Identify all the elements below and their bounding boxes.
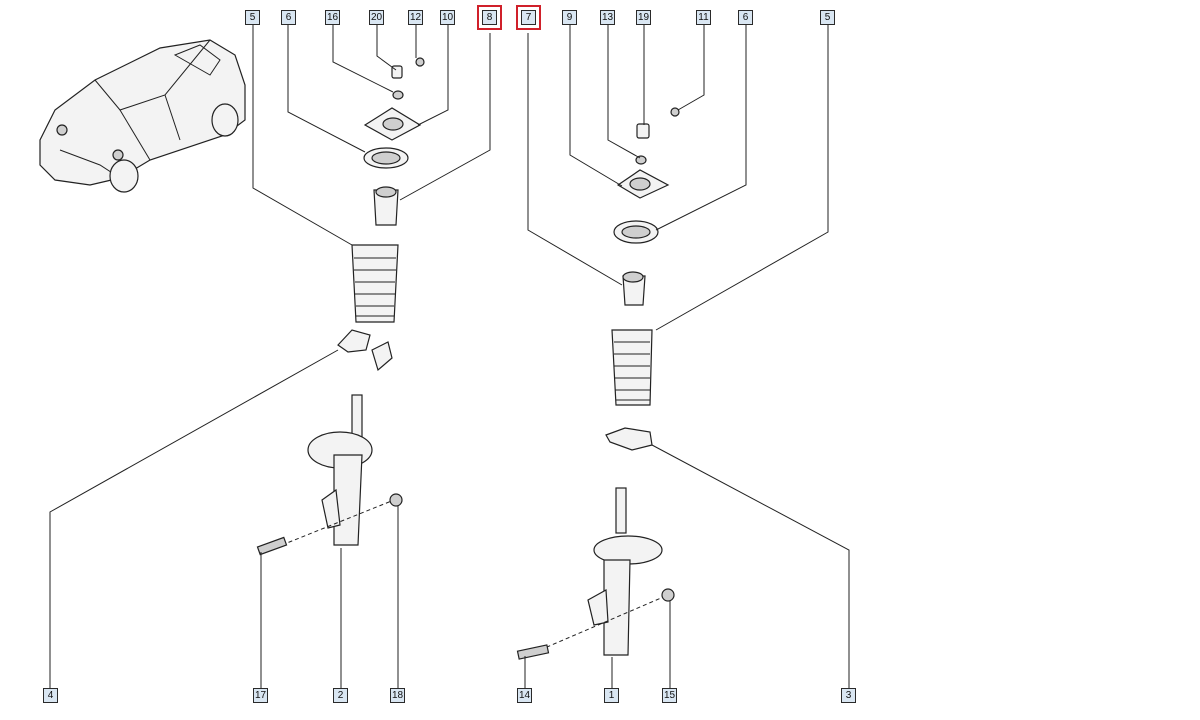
left-strut-mount-parts bbox=[363, 57, 425, 226]
left-strut bbox=[256, 394, 403, 556]
callout-20[interactable]: 20 bbox=[369, 10, 384, 25]
callout-3[interactable]: 3 bbox=[841, 688, 856, 703]
callout-10[interactable]: 10 bbox=[440, 10, 455, 25]
callout-18[interactable]: 18 bbox=[390, 688, 405, 703]
callout-label: 7 bbox=[525, 11, 532, 23]
right-spring-seat bbox=[605, 427, 653, 451]
callout-label: 11 bbox=[698, 11, 709, 23]
callout-label: 20 bbox=[370, 11, 383, 23]
callout-6-right[interactable]: 6 bbox=[738, 10, 753, 25]
callout-17[interactable]: 17 bbox=[253, 688, 268, 703]
callout-label: 14 bbox=[518, 689, 531, 701]
callout-label: 18 bbox=[391, 689, 404, 701]
callout-7-highlighted[interactable]: 7 bbox=[516, 5, 541, 30]
callout-13[interactable]: 13 bbox=[600, 10, 615, 25]
callout-8-highlighted[interactable]: 8 bbox=[477, 5, 502, 30]
callout-label: 1 bbox=[608, 689, 615, 701]
callout-label: 6 bbox=[285, 11, 292, 23]
callout-label: 15 bbox=[663, 689, 676, 701]
callout-label: 5 bbox=[249, 11, 256, 23]
callout-label: 19 bbox=[637, 11, 650, 23]
callout-label: 6 bbox=[742, 11, 749, 23]
leader-lines bbox=[49, 25, 850, 688]
callout-label: 4 bbox=[47, 689, 54, 701]
callout-label: 10 bbox=[441, 11, 454, 23]
vehicle-illustration bbox=[39, 39, 246, 193]
callout-16[interactable]: 16 bbox=[325, 10, 340, 25]
callout-5-right[interactable]: 5 bbox=[820, 10, 835, 25]
right-dust-boot bbox=[611, 329, 653, 406]
callout-19[interactable]: 19 bbox=[636, 10, 651, 25]
callout-label: 3 bbox=[845, 689, 852, 701]
callout-label: 5 bbox=[824, 11, 831, 23]
callout-label: 2 bbox=[337, 689, 344, 701]
right-strut-mount-parts bbox=[613, 107, 680, 306]
callout-label: 17 bbox=[254, 689, 267, 701]
callout-label: 9 bbox=[566, 11, 573, 23]
callout-11[interactable]: 11 bbox=[696, 10, 711, 25]
callout-2[interactable]: 2 bbox=[333, 688, 348, 703]
left-dust-boot bbox=[351, 244, 399, 323]
callout-5-left[interactable]: 5 bbox=[245, 10, 260, 25]
left-spring-seat bbox=[337, 329, 393, 372]
right-strut bbox=[516, 487, 675, 660]
callout-1[interactable]: 1 bbox=[604, 688, 619, 703]
callout-12[interactable]: 12 bbox=[408, 10, 423, 25]
callout-15[interactable]: 15 bbox=[662, 688, 677, 703]
callout-label: 16 bbox=[326, 11, 339, 23]
callout-label: 8 bbox=[486, 11, 493, 23]
callout-label: 13 bbox=[601, 11, 614, 23]
callout-14[interactable]: 14 bbox=[517, 688, 532, 703]
callout-9[interactable]: 9 bbox=[562, 10, 577, 25]
callout-label: 12 bbox=[409, 11, 422, 23]
callout-4[interactable]: 4 bbox=[43, 688, 58, 703]
callout-6-left[interactable]: 6 bbox=[281, 10, 296, 25]
